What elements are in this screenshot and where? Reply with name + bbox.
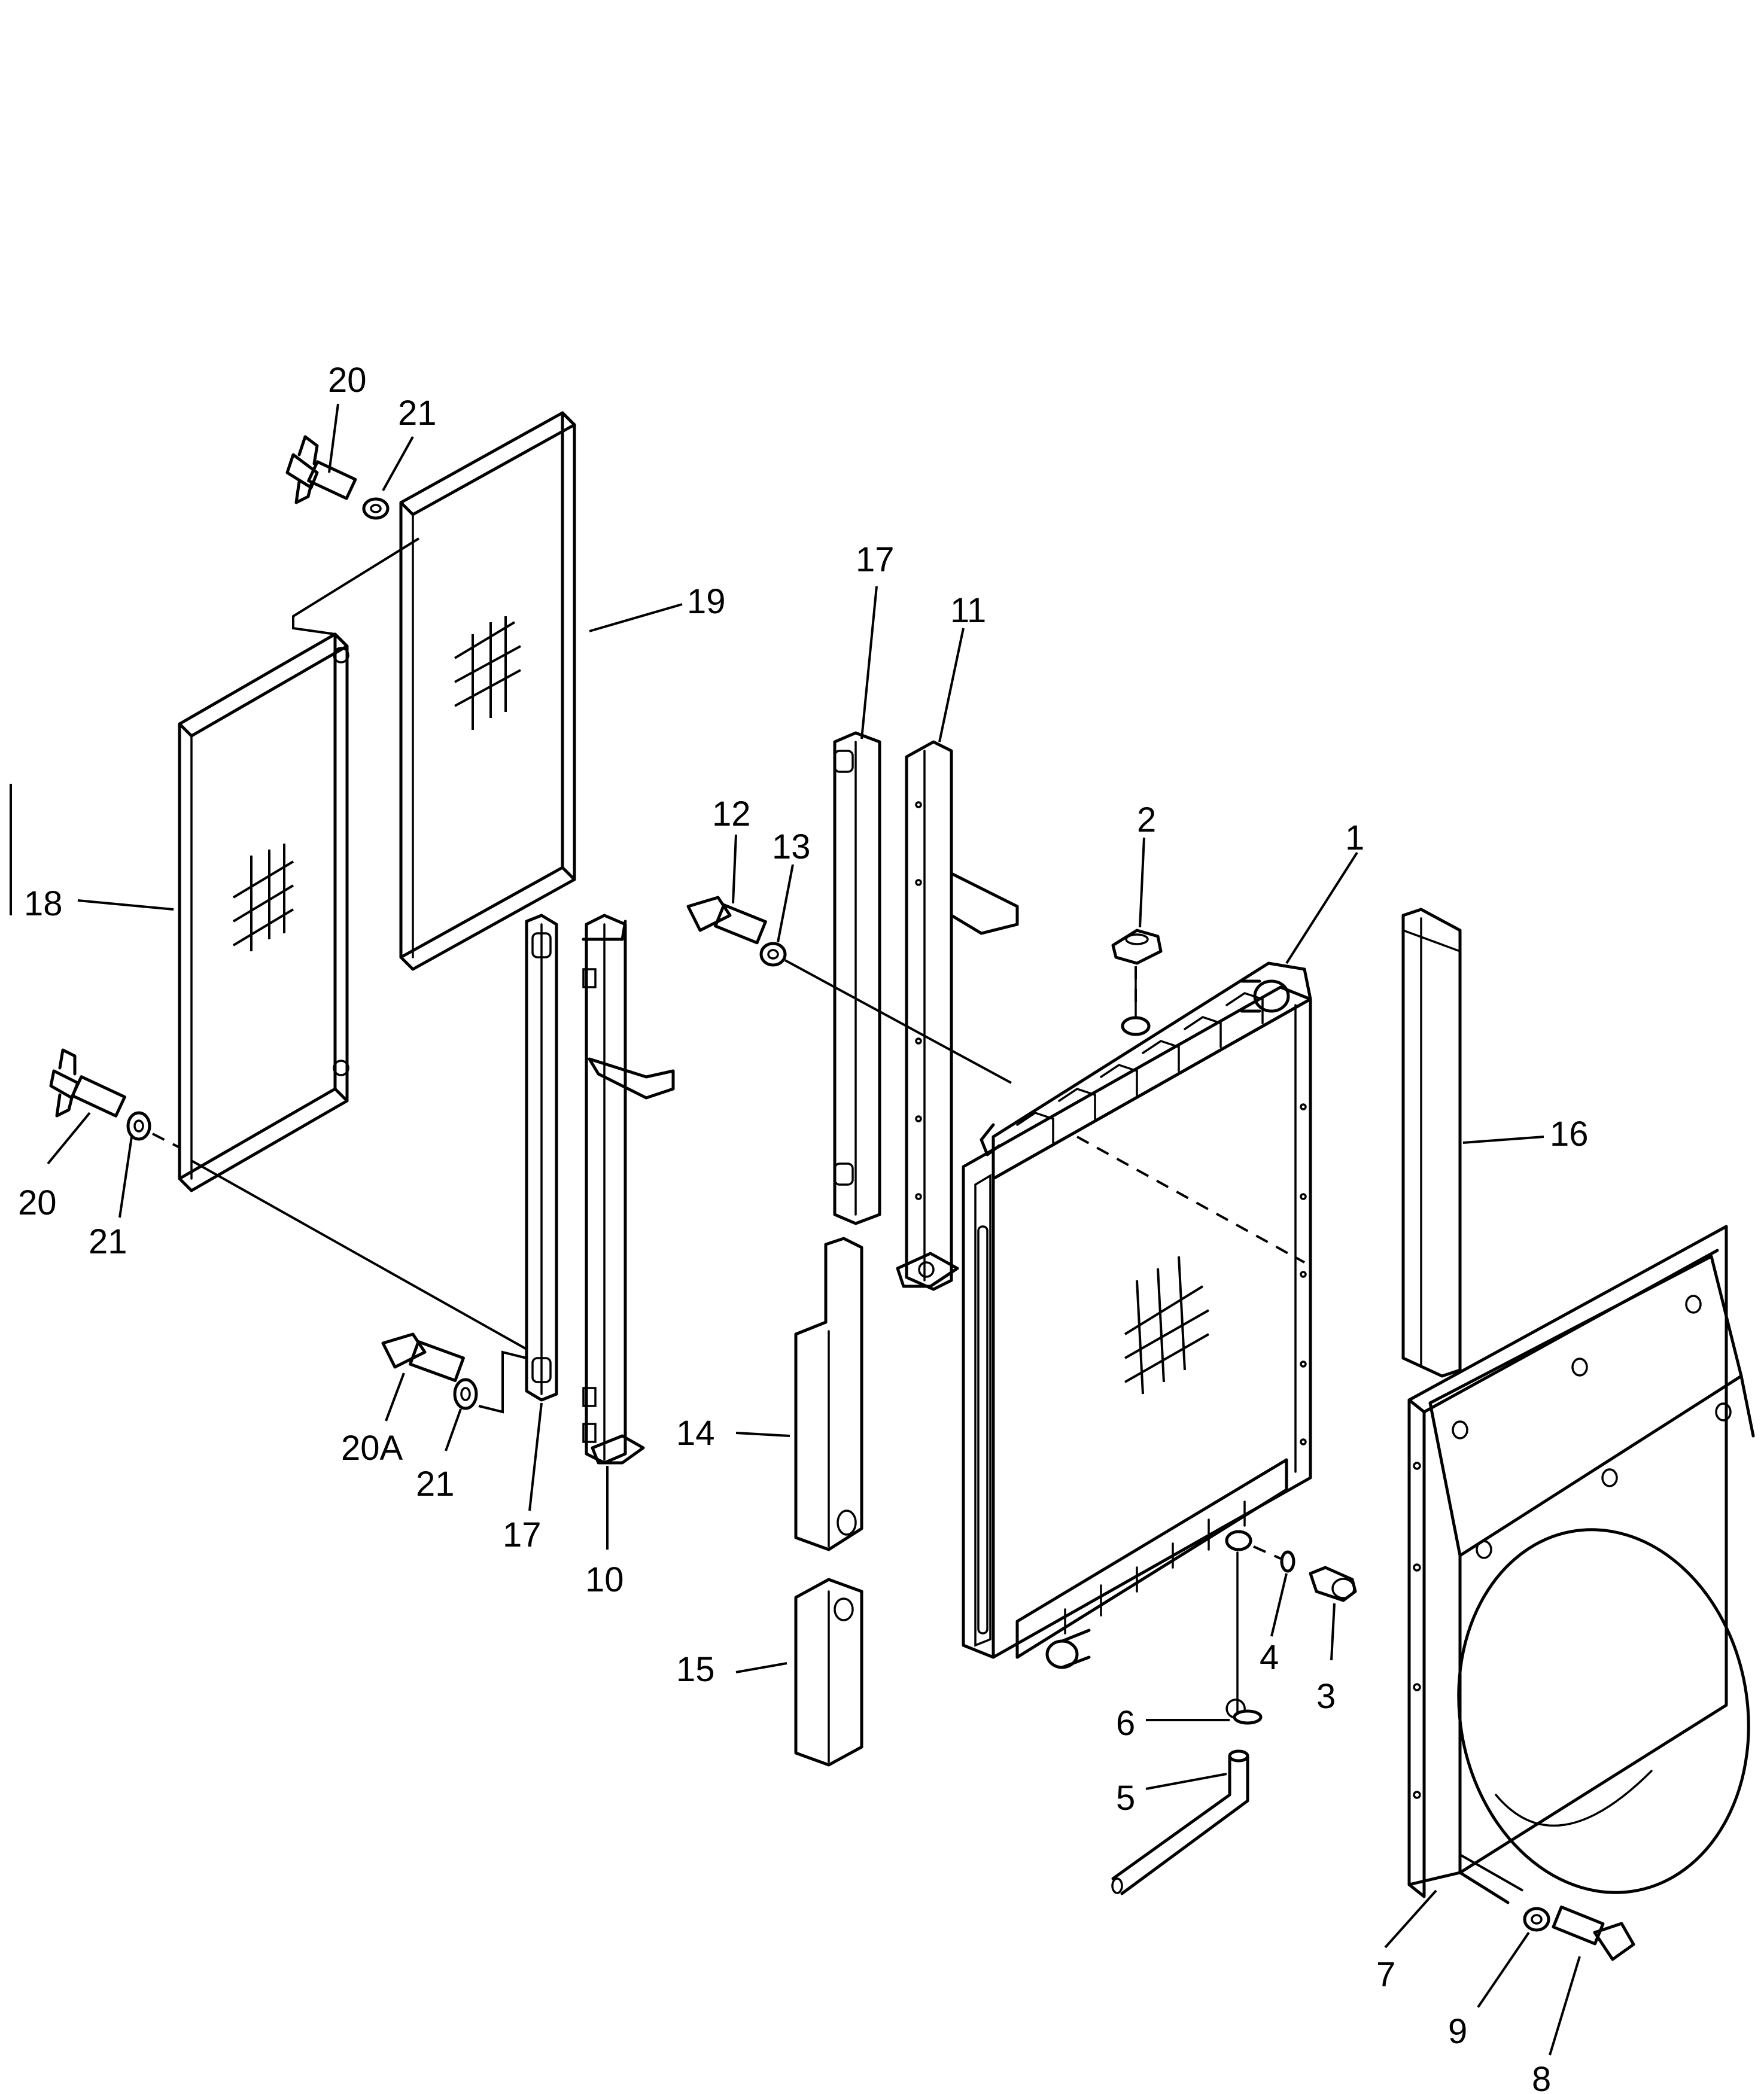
wing-bolt-20-top	[285, 435, 357, 504]
callout-11: 11	[950, 591, 986, 630]
block-14	[794, 1237, 863, 1551]
bolt-20A	[381, 1332, 465, 1382]
callout-16: 16	[1550, 1115, 1589, 1153]
washer-9	[1523, 1907, 1550, 1932]
stay-11	[896, 740, 1019, 1291]
mesh-hatch-19	[454, 616, 521, 730]
callout-6: 6	[1116, 1704, 1135, 1743]
callout-17-lower: 17	[503, 1515, 542, 1554]
radiator-core-1	[962, 961, 1312, 1669]
callout-3: 3	[1316, 1677, 1336, 1716]
callout-18: 18	[24, 884, 63, 923]
callout-21-left: 21	[89, 1222, 127, 1261]
callout-4: 4	[1260, 1638, 1279, 1677]
clip-6	[1225, 1699, 1263, 1725]
callout-9: 9	[1448, 2012, 1467, 2051]
screen-panel-18	[178, 632, 349, 1192]
bracket-17-lower	[525, 914, 558, 1402]
callout-14: 14	[676, 1414, 715, 1453]
radiator-diagonal-dash	[1076, 1136, 1305, 1264]
stay-10	[582, 914, 675, 1465]
mesh-hatch-18	[232, 844, 294, 951]
seal-ring-4	[1280, 1550, 1295, 1573]
bolt-12	[686, 896, 767, 945]
panel18-to-bracket-line	[191, 1159, 527, 1350]
callout-20-top: 20	[328, 361, 367, 400]
washer-21-left	[126, 1111, 151, 1141]
callout-1: 1	[1345, 818, 1364, 857]
callout-2: 2	[1137, 801, 1156, 839]
radiator-cap-2	[1111, 929, 1163, 1011]
bottom-tank-fins	[1064, 1501, 1246, 1635]
side-seal-16	[1401, 908, 1462, 1378]
washer-21-lower	[453, 1378, 478, 1410]
callout-20A: 20A	[341, 1429, 403, 1468]
callout-10: 10	[585, 1560, 624, 1599]
washer-13	[759, 942, 787, 967]
drain-hose-5	[1111, 1749, 1249, 1895]
mesh-hatch-1	[1124, 1256, 1209, 1395]
leader-lines	[47, 403, 1581, 2056]
block-15	[794, 1578, 863, 1767]
wing-bolt-20-left	[49, 1048, 126, 1118]
bolt12-axis-line	[784, 959, 1012, 1084]
bolt20A-connector	[478, 1350, 527, 1414]
callout-5: 5	[1116, 1779, 1135, 1818]
callout-8: 8	[1532, 2060, 1551, 2094]
panel-connector-line	[292, 537, 420, 635]
drain-cock-3	[1309, 1566, 1357, 1602]
shroud-bolt-axis	[1459, 1853, 1523, 1892]
callout-21-top: 21	[398, 394, 437, 433]
screen-panel-19	[399, 411, 576, 971]
washer-21-top	[362, 497, 390, 520]
callout-15: 15	[676, 1650, 715, 1689]
bolt-8	[1552, 1905, 1635, 1961]
callout-19: 19	[687, 582, 726, 621]
callout-17-upper: 17	[856, 540, 895, 579]
top-tank-fins	[1016, 992, 1264, 1144]
callout-20-left: 20	[18, 1183, 57, 1222]
washer-21-left-axis	[152, 1133, 180, 1149]
callout-12: 12	[712, 795, 751, 833]
callout-7: 7	[1376, 1955, 1395, 1994]
fan-shroud-7	[1407, 1225, 1755, 1904]
callout-21-lower: 21	[416, 1465, 455, 1503]
callout-labels: 1 2 3 4 5 6 7 8 9 10 11 12 13 14 15 16 1…	[18, 361, 1589, 2094]
callout-13: 13	[772, 827, 811, 866]
drain-axis-line	[1253, 1545, 1281, 1560]
bracket-17-upper	[833, 731, 881, 1225]
